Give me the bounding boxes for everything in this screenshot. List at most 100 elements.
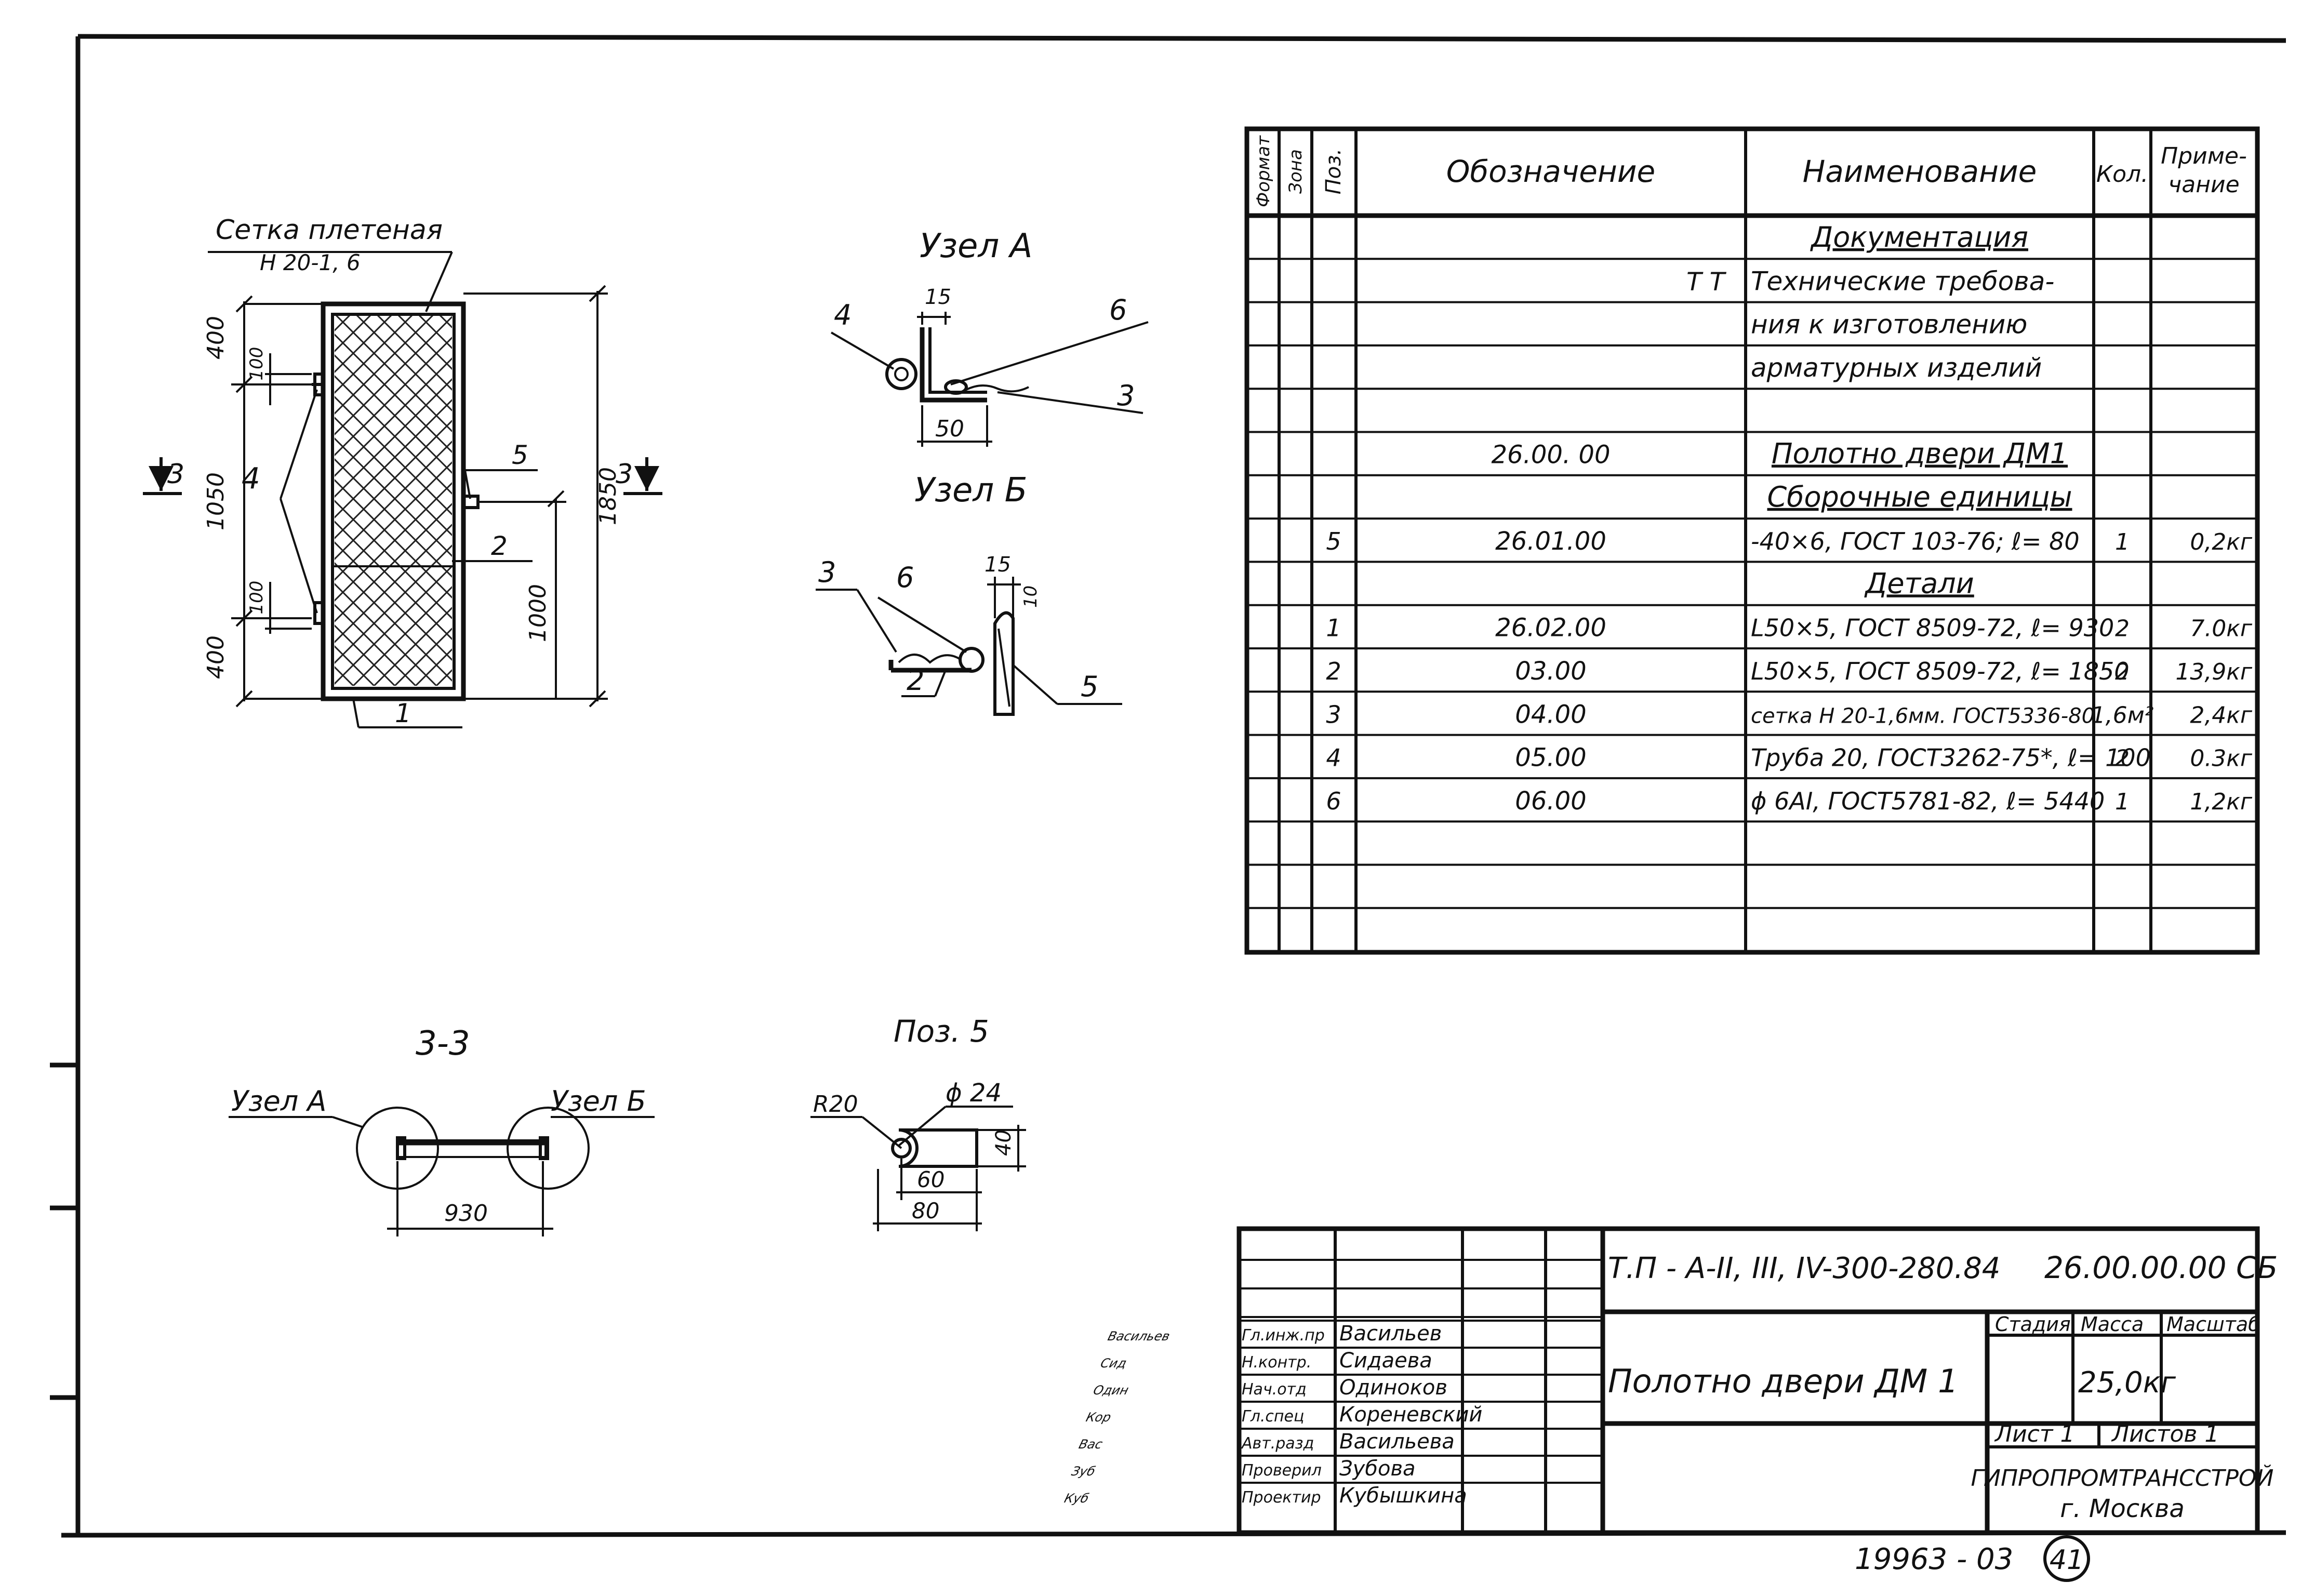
callout-1: 1 [395, 698, 411, 728]
mesh-label: Сетка плетеная [216, 215, 443, 246]
node-b-callout-3: 3 [818, 556, 836, 589]
node-a-callout-3: 3 [1117, 379, 1135, 412]
spec-cell-name: ния к изготовлению [1751, 310, 2027, 340]
col-pos: Поз. [1322, 149, 1346, 195]
city: г. Москва [2060, 1494, 2185, 1523]
node-a-title: Узел А [920, 227, 1032, 265]
spec-cell-pos: 6 [1326, 787, 1341, 815]
person-signature: Один [1092, 1382, 1130, 1397]
spec-cell-name: Труба 20, ГОСТ3262-75*, ℓ= 100 [1751, 744, 2151, 772]
doc-title: Полотно двери ДМ 1 [1608, 1362, 1958, 1400]
spec-cell-name: сетка Н 20-1,6мм. ГОСТ5336-80 [1751, 704, 2095, 728]
spec-cell-qty: 2 [2115, 659, 2130, 685]
spec-cell-note: 0.3кг [2190, 746, 2253, 772]
spec-cell-note: 1,2кг [2190, 789, 2253, 815]
node-b-callout-6: 6 [896, 561, 914, 594]
spec-cell-name: Технические требова- [1751, 266, 2054, 296]
spec-cell-designation: 04.00 [1515, 700, 1586, 729]
dim-100-bottom: 100 [246, 581, 267, 615]
dim-total-1850: 1850 [595, 467, 621, 525]
spec-cell-note: 7.0кг [2190, 616, 2253, 642]
spec-table: Формат Зона Поз. Обозначение Наименовани… [1244, 126, 2260, 955]
mesh-spec: Н 20-1, 6 [260, 250, 361, 275]
dim-top-400: 400 [203, 316, 229, 360]
section-left-node: Узел А [231, 1085, 326, 1118]
node-a-callout-6: 6 [1109, 294, 1127, 326]
spec-cell-name: Сборочные единицы [1767, 481, 2072, 513]
person-name: Зубова [1339, 1457, 1416, 1481]
callout-5: 5 [512, 440, 528, 470]
person-role: Н.контр. [1242, 1353, 1311, 1372]
callout-4: 4 [242, 462, 260, 496]
poz5-radius: R20 [813, 1091, 858, 1118]
spec-cell-name: -40×6, ГОСТ 103-76; ℓ= 80 [1751, 527, 2080, 555]
spec-cell-pos: 5 [1326, 527, 1341, 555]
person-name: Кореневский [1339, 1403, 1482, 1427]
spec-cell-name: L50×5, ГОСТ 8509-72, ℓ= 1850 [1751, 657, 2130, 685]
spec-cell-pos: 3 [1326, 700, 1341, 728]
spec-cell-designation: 26.02.00 [1495, 614, 1606, 643]
section-3-3: 3-3 Узел А Узел Б 930 [229, 1025, 655, 1236]
person-role: Авт.разд [1241, 1434, 1314, 1453]
person-role: Проверил [1242, 1461, 1322, 1480]
col-qty: Кол. [2096, 161, 2148, 188]
spec-cell-note: 13,9кг [2175, 659, 2253, 685]
person-name: Сидаева [1339, 1349, 1432, 1373]
spec-rows: Документация Т Т Технические требова-ния к… [1326, 221, 2253, 816]
dim-handle-1000: 1000 [525, 584, 551, 642]
poz5-view: Поз. 5 R20 ϕ 24 40 60 80 [810, 1014, 1026, 1231]
dim-100-top: 100 [246, 347, 267, 381]
spec-cell-qty: 2 [2115, 616, 2130, 642]
person-signature: Вас [1077, 1437, 1105, 1451]
spec-cell-name: Детали [1864, 567, 1974, 600]
node-b-dim-15: 15 [985, 553, 1011, 577]
spec-cell-name: Полотно двери ДМ1 [1772, 437, 2068, 470]
col-format: Формат [1253, 135, 1274, 207]
person-role: Гл.спец [1242, 1407, 1304, 1426]
node-a-dim-15: 15 [925, 285, 951, 309]
spec-cell-designation: Т Т [1686, 267, 1727, 296]
col-note-1: Приме- [2161, 143, 2247, 169]
spec-cell-pos: 1 [1326, 614, 1341, 642]
col-designation: Обозначение [1446, 154, 1655, 189]
spec-cell-designation: 26.01.00 [1495, 527, 1606, 556]
archive-number: 19963 - 03 [1855, 1542, 2013, 1576]
spec-cell-pos: 4 [1326, 744, 1341, 772]
project-code: Т.П - А-II, III, IV-300-280.84 [1608, 1252, 2000, 1285]
spec-cell-qty: 1,6м² [2091, 702, 2154, 728]
spec-cell-note: 2,4кг [2190, 702, 2253, 728]
spec-cell-designation: 06.00 [1515, 787, 1586, 816]
footer: 19963 - 03 41 [1855, 1535, 2090, 1582]
person-role: Гл.инж.пр [1242, 1326, 1325, 1345]
node-b-callout-2: 2 [907, 664, 924, 697]
spec-cell-note: 0,2кг [2190, 529, 2253, 555]
person-signature: Васильев [1106, 1328, 1172, 1343]
callout-2: 2 [491, 531, 508, 561]
poz5-dim-80: 80 [912, 1198, 939, 1223]
scale-label: Масштаб [2166, 1313, 2260, 1336]
section-mark-left: 3 [167, 459, 184, 490]
page-number: 41 [2050, 1545, 2084, 1576]
spec-cell-name: арматурных изделий [1751, 353, 2042, 383]
person-role: Проектир [1242, 1488, 1321, 1507]
section-dim-930: 930 [444, 1200, 488, 1227]
person-signature: Кор [1084, 1409, 1113, 1424]
person-name: Одиноков [1339, 1376, 1447, 1400]
spec-cell-name: ϕ 6АI, ГОСТ5781-82, ℓ= 5440 [1751, 787, 2105, 815]
node-b-callout-5: 5 [1081, 670, 1098, 703]
col-zone: Зона [1285, 149, 1306, 194]
doc-code: 26.00.00.00 СБ [2044, 1250, 2278, 1285]
spec-cell-designation: 03.00 [1515, 657, 1586, 686]
person-role: Нач.отд [1242, 1380, 1307, 1399]
door-view: 400 1050 400 100 100 1850 1000 Сетка пле… [143, 215, 662, 728]
col-note-2: чание [2168, 171, 2239, 198]
spec-cell-qty: 1 [2115, 529, 2130, 555]
section-mark-right: 3 [616, 459, 633, 490]
spec-cell-name: Документация [1810, 221, 2028, 254]
spec-cell-qty: 2 [2115, 746, 2130, 772]
title-block: Т.П - А-II, III, IV-300-280.84 26.00.00.… [1063, 1226, 2278, 1535]
node-b: Узел Б 3 6 2 5 15 10 [816, 471, 1122, 716]
section-right-node: Узел Б [551, 1085, 646, 1118]
